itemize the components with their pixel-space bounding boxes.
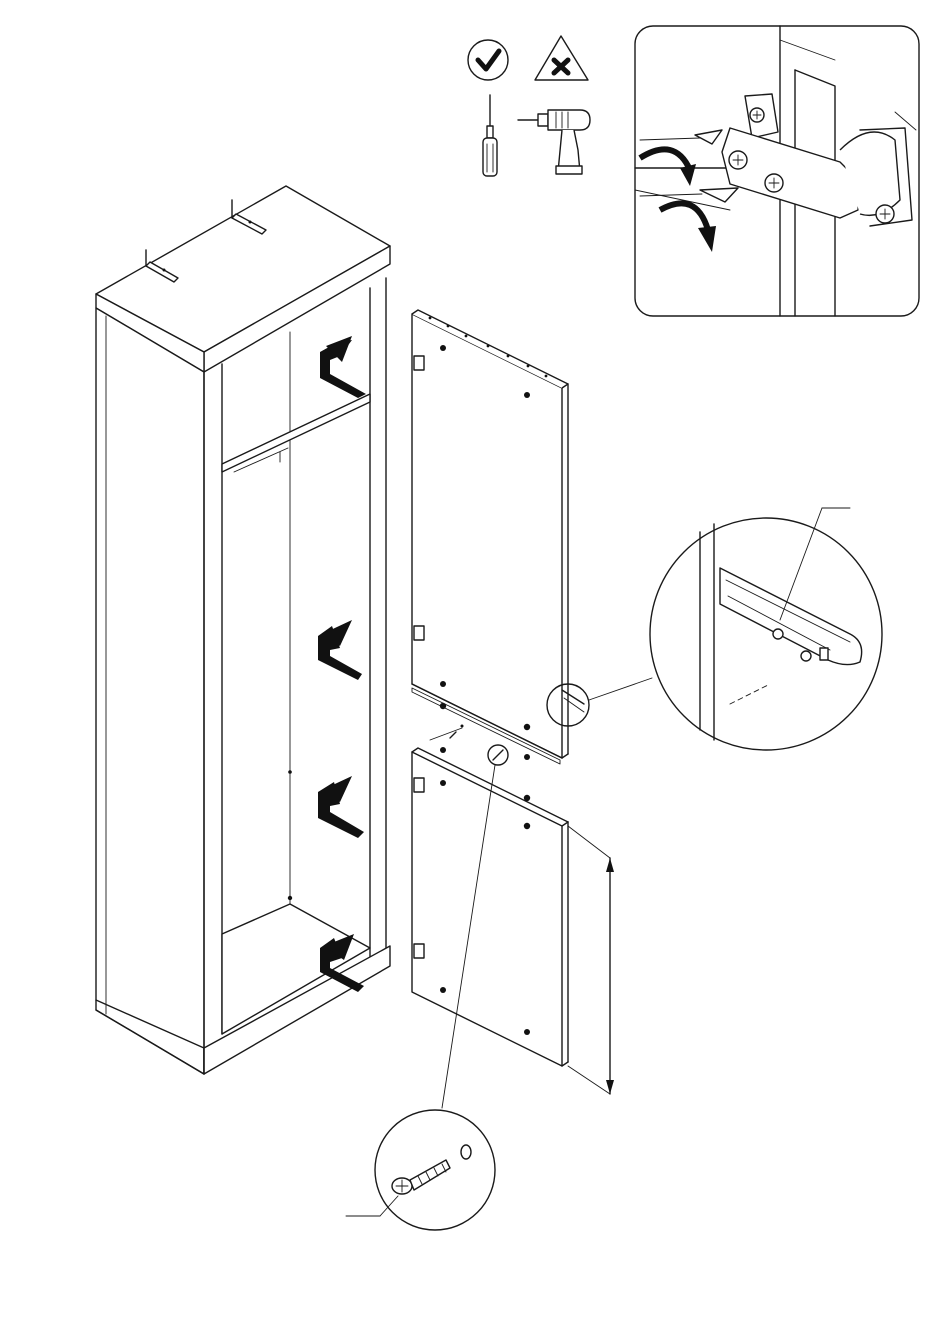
hinge-arrow-3 <box>318 776 364 838</box>
hinge-adjust-detail <box>635 26 919 316</box>
upper-door-panel <box>412 310 568 758</box>
hinge-arrow-1 <box>320 336 366 398</box>
power-drill-icon <box>518 110 590 174</box>
screwdriver-icon <box>483 95 497 176</box>
hinge-arrow-2 <box>318 620 362 680</box>
forbidden-warning-icon <box>535 36 588 80</box>
allowed-check-icon <box>468 40 508 80</box>
door-handle-detail <box>547 508 882 750</box>
height-dimension <box>568 826 614 1094</box>
